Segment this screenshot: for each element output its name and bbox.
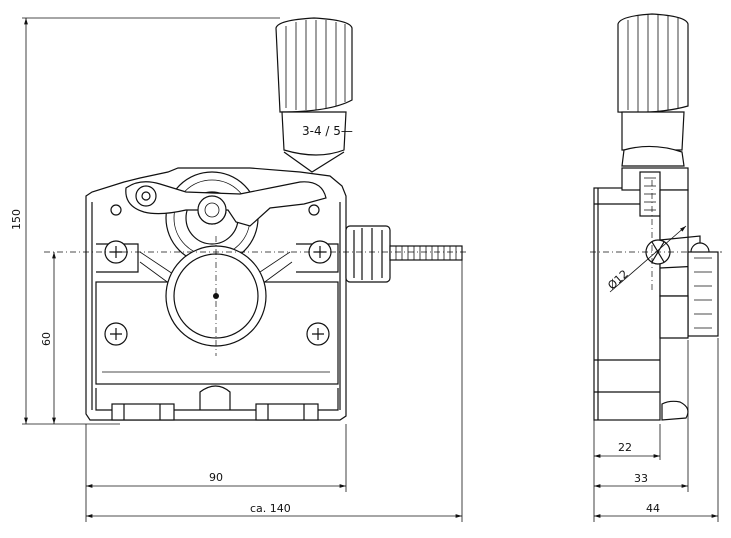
dim-side-33: 33 [634, 472, 648, 485]
wire-inlet [345, 225, 463, 283]
side-view: Ø12 [590, 13, 722, 421]
bolt-icon [110, 204, 122, 216]
dim-height-total: 150 [10, 209, 23, 230]
dim-width-total: ca. 140 [250, 502, 291, 515]
front-view: 3-4 / 5— [44, 17, 468, 421]
pressure-arm [125, 181, 327, 227]
bolt-icon [308, 204, 320, 216]
screw-heads [104, 240, 332, 346]
dim-side-22: 22 [618, 441, 632, 454]
dim-width-body: 90 [209, 471, 223, 484]
knob-side [617, 13, 689, 167]
dim-axis-height: 60 [40, 332, 53, 346]
dim-side-44: 44 [646, 502, 660, 515]
dimensions: 150 60 90 ca. 140 22 33 44 [10, 17, 719, 522]
knob-front: 3-4 / 5— [275, 17, 353, 173]
fraction-label: 3-4 / 5— [302, 124, 353, 138]
body-side [593, 167, 719, 421]
